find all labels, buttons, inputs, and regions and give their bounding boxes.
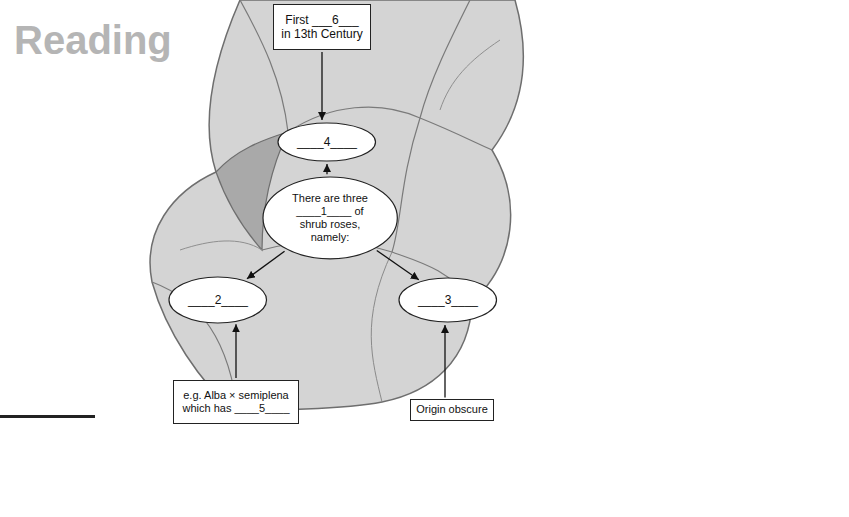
text-group: First ___6___ in 13th Century (279, 13, 365, 42)
arrow-connector (321, 52, 322, 120)
page-bar (0, 415, 95, 418)
text-group: ____3____ (418, 293, 478, 307)
node-text: e.g. Alba × semiplena which has ____5___… (179, 389, 293, 415)
node-text: First ___6___ in 13th Century (279, 13, 365, 42)
arrow-connector (377, 251, 419, 280)
text-group: There are three ____1____ of shrub roses… (287, 192, 373, 245)
node-text: ____3____ (418, 293, 478, 307)
text-group: Origin obscure (416, 403, 488, 416)
node-text: There are three ____1____ of shrub roses… (287, 192, 373, 245)
text-group: ____2____ (188, 293, 248, 307)
text-box: Origin obscure (410, 399, 494, 420)
node-text: ____2____ (188, 293, 248, 307)
ellipse-node: ____3____ (398, 277, 498, 323)
ellipse-node: ____2____ (168, 276, 268, 324)
petal-line (371, 252, 392, 402)
petal-vein (180, 241, 262, 250)
node-text: ____4____ (297, 135, 357, 149)
node-text: Origin obscure (416, 403, 488, 416)
rose-outline (150, 0, 523, 416)
arrow-connector (444, 325, 445, 397)
arrow-connector (247, 251, 285, 279)
petal-line (420, 0, 470, 118)
heading-watermark: Reading (14, 18, 172, 63)
petal-line (392, 118, 420, 252)
arrow-connector (326, 164, 327, 174)
petal-vein (440, 40, 500, 110)
ellipse-node: There are three ____1____ of shrub roses… (262, 176, 398, 260)
text-box: e.g. Alba × semiplena which has ____5___… (173, 380, 299, 424)
ellipse-node: ____4____ (277, 122, 377, 162)
text-group: e.g. Alba × semiplena which has ____5___… (179, 389, 293, 415)
text-box: First ___6___ in 13th Century (273, 4, 371, 50)
arrow-connector (235, 324, 236, 378)
text-group: ____4____ (297, 135, 357, 149)
